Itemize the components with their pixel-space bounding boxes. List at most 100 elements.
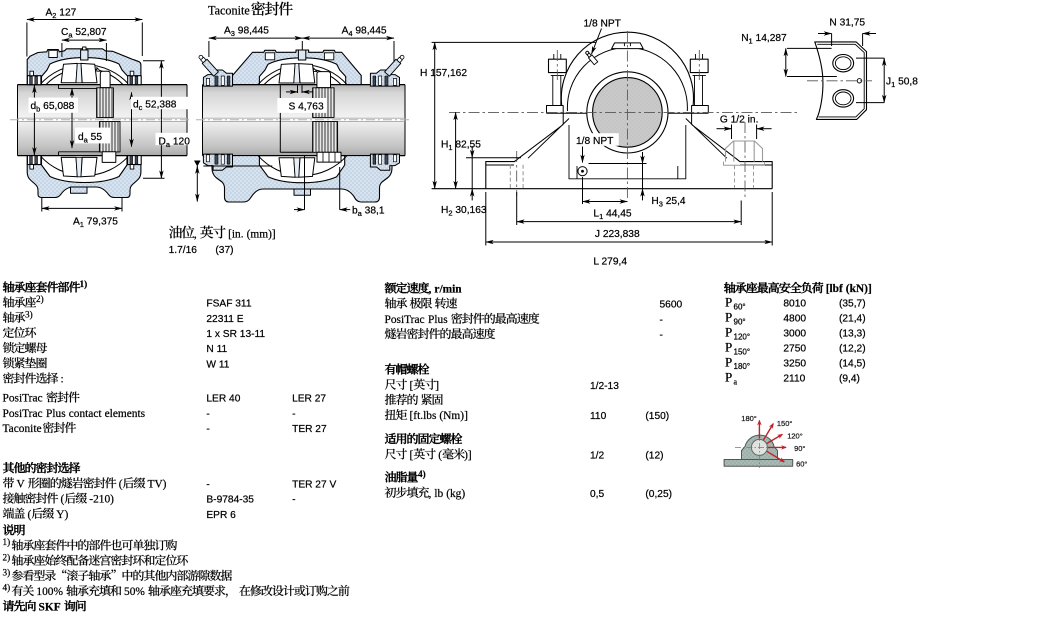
svg-text:LER 40: LER 40 xyxy=(206,394,240,405)
svg-text:1.7/16: 1.7/16 xyxy=(169,245,198,256)
svg-text:H1 82,55: H1 82,55 xyxy=(441,140,481,153)
svg-text:contact: contact xyxy=(69,408,103,420)
svg-text:,: , xyxy=(429,283,432,295)
svg-text:G 1/2 in.: G 1/2 in. xyxy=(720,115,759,126)
svg-text:60°: 60° xyxy=(734,302,746,311)
svg-text:B-9784-35: B-9784-35 xyxy=(206,495,254,506)
svg-text:120°: 120° xyxy=(787,432,803,441)
svg-text:(: ( xyxy=(28,509,32,521)
svg-text:N 31,75: N 31,75 xyxy=(829,18,865,29)
svg-text:-: - xyxy=(292,495,295,506)
svg-text:4): 4) xyxy=(418,469,426,479)
svg-text:PosiTrac: PosiTrac xyxy=(385,314,425,326)
svg-text:ba 38,1: ba 38,1 xyxy=(352,206,385,219)
svg-text:P: P xyxy=(725,340,732,355)
svg-text:[ft.lbs: [ft.lbs xyxy=(410,410,437,422)
svg-text:L1 44,45: L1 44,45 xyxy=(593,208,632,221)
svg-text:-: - xyxy=(206,424,209,435)
svg-text:[: [ xyxy=(410,380,414,392)
svg-text:90°: 90° xyxy=(794,444,805,453)
svg-text:(21,4): (21,4) xyxy=(839,314,866,325)
svg-text:(: ( xyxy=(61,494,65,506)
svg-text:-: - xyxy=(660,315,663,326)
svg-text:(13,3): (13,3) xyxy=(839,329,866,340)
svg-text:J1 50,8: J1 50,8 xyxy=(886,76,918,89)
svg-text:(Nm)]: (Nm)] xyxy=(439,410,467,422)
svg-text:110: 110 xyxy=(590,411,607,422)
svg-text:180°: 180° xyxy=(741,414,757,423)
svg-text:V: V xyxy=(17,478,26,490)
svg-text:150°: 150° xyxy=(734,347,751,356)
svg-text:A1 79,375: A1 79,375 xyxy=(73,217,118,230)
svg-text:1): 1) xyxy=(3,537,11,547)
svg-text:(9,4): (9,4) xyxy=(839,374,860,385)
svg-text:TV): TV) xyxy=(148,478,167,490)
svg-text:H2 30,163: H2 30,163 xyxy=(441,205,487,218)
svg-text:1/8 NPT: 1/8 NPT xyxy=(584,19,621,30)
svg-text:180°: 180° xyxy=(734,362,751,371)
svg-text:elements: elements xyxy=(105,408,146,420)
svg-text:,: , xyxy=(194,228,197,240)
svg-text:]: ] xyxy=(435,380,439,392)
svg-text:(12,2): (12,2) xyxy=(839,344,866,355)
svg-text:1): 1) xyxy=(80,279,88,289)
svg-text:a: a xyxy=(734,377,738,386)
svg-text:-210): -210) xyxy=(89,494,114,506)
svg-text:[: [ xyxy=(410,449,414,461)
svg-text:P: P xyxy=(725,310,732,325)
svg-text:-: - xyxy=(206,409,209,420)
svg-text:Taconite: Taconite xyxy=(208,3,250,17)
svg-text:1/2: 1/2 xyxy=(590,450,604,461)
svg-text:[in.: [in. xyxy=(228,228,244,240)
svg-text:8010: 8010 xyxy=(783,299,806,310)
svg-text:-: - xyxy=(660,330,663,341)
svg-text:db 65,088: db 65,088 xyxy=(31,101,75,114)
svg-text:-: - xyxy=(292,409,295,420)
svg-text:PosiTrac: PosiTrac xyxy=(3,408,43,420)
svg-text:N 11: N 11 xyxy=(206,344,227,355)
svg-text:P: P xyxy=(725,295,732,310)
svg-text:)]: )] xyxy=(464,449,472,461)
svg-text:90°: 90° xyxy=(734,317,746,326)
svg-text:EPR 6: EPR 6 xyxy=(206,510,236,521)
svg-text:N1 14,287: N1 14,287 xyxy=(741,33,787,46)
svg-text:H 157,162: H 157,162 xyxy=(420,68,467,79)
svg-text:S 4,763: S 4,763 xyxy=(289,102,324,113)
svg-text:60°: 60° xyxy=(796,459,807,468)
svg-text:J 223,838: J 223,838 xyxy=(595,229,640,240)
svg-text:(: ( xyxy=(119,478,123,490)
svg-text:2): 2) xyxy=(36,294,44,304)
svg-text:dc 52,388: dc 52,388 xyxy=(133,100,177,113)
svg-text:5600: 5600 xyxy=(660,300,683,311)
svg-text:da 55: da 55 xyxy=(78,132,102,145)
svg-text:100%: 100% xyxy=(36,586,63,598)
svg-text:A4 98,445: A4 98,445 xyxy=(342,26,387,39)
svg-text:1 x SR 13-11: 1 x SR 13-11 xyxy=(206,329,265,340)
svg-text:-: - xyxy=(206,479,209,490)
svg-text:3000: 3000 xyxy=(783,329,806,340)
svg-text:1/2-13: 1/2-13 xyxy=(590,381,619,392)
svg-text:TER 27 V: TER 27 V xyxy=(292,479,336,490)
svg-text:4): 4) xyxy=(3,583,11,593)
svg-text:r/min: r/min xyxy=(434,283,462,295)
svg-text::: : xyxy=(61,374,64,386)
svg-text:P: P xyxy=(725,354,732,369)
svg-text:TER 27: TER 27 xyxy=(292,424,327,435)
svg-text:Plus: Plus xyxy=(428,314,448,326)
svg-text:H3 25,4: H3 25,4 xyxy=(651,196,686,209)
svg-text:FSAF 311: FSAF 311 xyxy=(206,299,251,310)
svg-text:Taconite: Taconite xyxy=(3,423,42,435)
svg-text:(: ( xyxy=(438,449,442,461)
svg-text:PosiTrac: PosiTrac xyxy=(3,393,43,405)
svg-text:A3 98,445: A3 98,445 xyxy=(224,26,269,39)
svg-text:(12): (12) xyxy=(645,450,663,461)
svg-text:(35,7): (35,7) xyxy=(839,299,866,310)
svg-text:(150): (150) xyxy=(645,411,669,422)
svg-text:2110: 2110 xyxy=(783,374,805,385)
svg-text:0,5: 0,5 xyxy=(590,489,604,500)
svg-text:Ca 52,807: Ca 52,807 xyxy=(61,27,107,40)
svg-text:(0,25): (0,25) xyxy=(645,489,672,500)
svg-text:150°: 150° xyxy=(777,419,793,428)
svg-text:50%: 50% xyxy=(124,586,145,598)
svg-text:SKF: SKF xyxy=(39,601,61,613)
